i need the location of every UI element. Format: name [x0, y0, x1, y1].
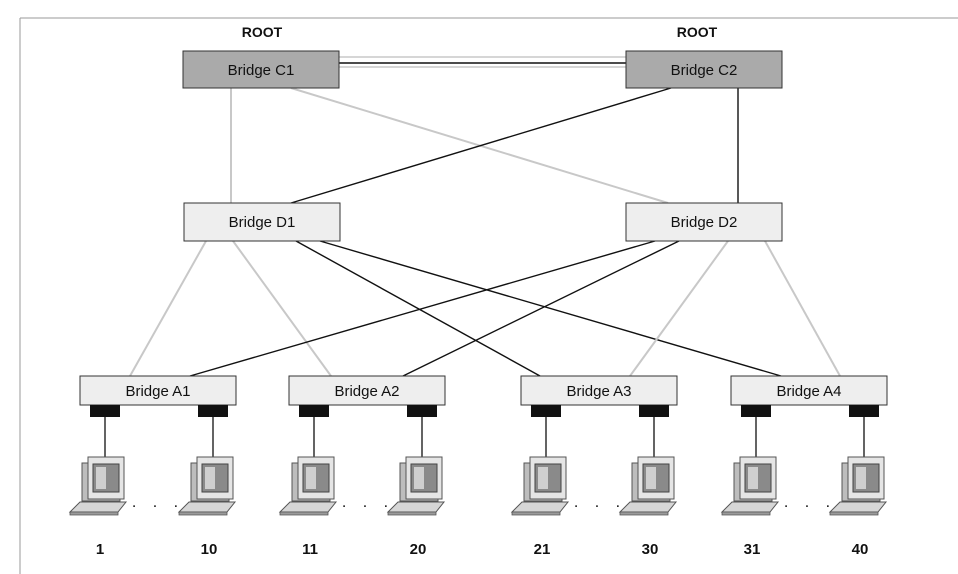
link-d1-a1 — [129, 240, 207, 377]
keyboard-edge — [829, 511, 879, 516]
computer-icon — [828, 456, 888, 516]
root-label-c2: ROOT — [677, 24, 718, 40]
links-layer — [129, 56, 841, 377]
port-a4-right — [849, 405, 879, 417]
screen-glare — [306, 467, 316, 489]
keyboard-edge — [387, 511, 437, 516]
host-computer-31[interactable]: 31 — [720, 456, 780, 558]
screen-glare — [96, 467, 106, 489]
bridge-d1-label: Bridge D1 — [229, 214, 296, 231]
host-label: 20 — [410, 541, 427, 558]
host-computer-1[interactable]: 1 — [68, 456, 128, 558]
keyboard — [828, 501, 888, 513]
bridge-a3[interactable]: Bridge A3 — [520, 375, 678, 417]
host-computer-11[interactable]: 11 — [278, 456, 338, 558]
keyboard — [68, 501, 128, 513]
bridge-a2-label: Bridge A2 — [334, 383, 399, 400]
host-label: 1 — [96, 541, 104, 558]
bridge-a3-label: Bridge A3 — [566, 383, 631, 400]
host-computer-30[interactable]: 30 — [618, 456, 678, 558]
bridge-a4[interactable]: Bridge A4 — [730, 375, 888, 417]
port-a4-left — [741, 405, 771, 417]
port-a2-right — [407, 405, 437, 417]
ellipsis-a3: . . . — [574, 494, 626, 511]
hosts-layer: 1 10 11 20 21 30 31 40 — [68, 456, 888, 558]
screen-glare — [856, 467, 866, 489]
keyboard-edge — [619, 511, 669, 516]
keyboard — [720, 501, 780, 513]
port-a1-right — [198, 405, 228, 417]
cables-layer — [104, 417, 865, 458]
port-a3-right — [639, 405, 669, 417]
bridge-a4-label: Bridge A4 — [776, 383, 841, 400]
host-computer-20[interactable]: 20 — [386, 456, 446, 558]
screen-glare — [646, 467, 656, 489]
keyboard-edge — [511, 511, 561, 516]
link-d1-a4 — [319, 240, 782, 377]
keyboard-edge — [69, 511, 119, 516]
port-a3-left — [531, 405, 561, 417]
host-computer-21[interactable]: 21 — [510, 456, 570, 558]
root-label-c1: ROOT — [242, 24, 283, 40]
host-label: 21 — [534, 541, 551, 558]
link-c2-d1 — [290, 87, 672, 204]
host-label: 31 — [744, 541, 761, 558]
bridge-a2[interactable]: Bridge A2 — [288, 375, 446, 417]
port-a1-left — [90, 405, 120, 417]
screen-glare — [538, 467, 548, 489]
computer-icon — [618, 456, 678, 516]
keyboard — [278, 501, 338, 513]
bridge-a1[interactable]: Bridge A1 — [79, 375, 237, 417]
link-d2-a4 — [764, 240, 841, 377]
bridge-d1[interactable]: Bridge D1 — [183, 202, 341, 242]
computer-icon — [720, 456, 780, 516]
bridge-c2[interactable]: Bridge C2 — [625, 50, 783, 89]
host-computer-10[interactable]: 10 — [177, 456, 237, 558]
keyboard-edge — [178, 511, 228, 516]
bridge-d2[interactable]: Bridge D2 — [625, 202, 783, 242]
keyboard — [510, 501, 570, 513]
bridge-d2-label: Bridge D2 — [671, 214, 738, 231]
link-d1-a3 — [295, 240, 541, 377]
keyboard — [618, 501, 678, 513]
link-d2-a1 — [189, 240, 656, 377]
ellipsis-a1: . . . — [132, 494, 184, 511]
computer-icon — [386, 456, 446, 516]
host-computer-40[interactable]: 40 — [828, 456, 888, 558]
computer-icon — [177, 456, 237, 516]
keyboard — [177, 501, 237, 513]
computer-icon — [510, 456, 570, 516]
link-d2-a2 — [402, 240, 680, 377]
host-label: 40 — [852, 541, 869, 558]
host-label: 30 — [642, 541, 659, 558]
bridge-c1[interactable]: Bridge C1 — [182, 50, 340, 89]
screen-glare — [414, 467, 424, 489]
ellipsis-a2: . . . — [342, 494, 394, 511]
bridge-c1-label: Bridge C1 — [228, 62, 295, 79]
keyboard-edge — [279, 511, 329, 516]
host-label: 11 — [302, 541, 318, 558]
keyboard-edge — [721, 511, 771, 516]
keyboard — [386, 501, 446, 513]
link-d1-a2 — [232, 240, 332, 377]
computer-icon — [68, 456, 128, 516]
screen-glare — [748, 467, 758, 489]
link-d2-a3 — [629, 240, 729, 377]
port-a2-left — [299, 405, 329, 417]
ellipsis-a4: . . . — [784, 494, 836, 511]
computer-icon — [278, 456, 338, 516]
bridge-c2-label: Bridge C2 — [671, 62, 738, 79]
screen-glare — [205, 467, 215, 489]
bridge-a1-label: Bridge A1 — [125, 383, 190, 400]
host-label: 10 — [201, 541, 218, 558]
